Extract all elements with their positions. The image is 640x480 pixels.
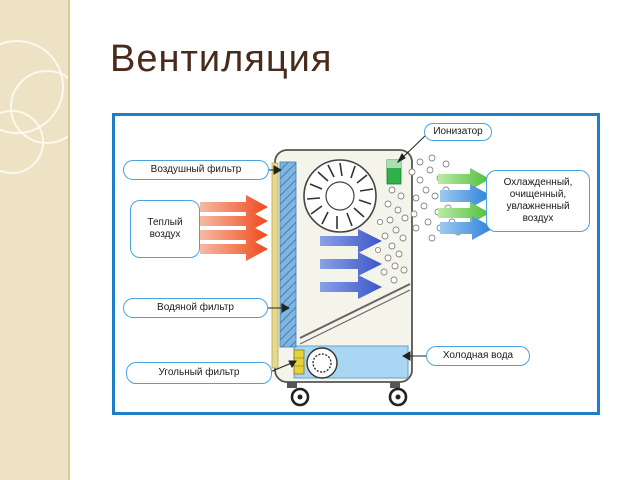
leader-lines <box>268 134 428 373</box>
air-filter <box>271 161 297 369</box>
flow-arrow <box>320 229 382 253</box>
fan <box>303 159 377 233</box>
warm-air-arrow <box>200 209 268 233</box>
warm-air-arrow <box>200 223 268 247</box>
output-arrow-green <box>438 168 490 190</box>
label-ionizer: Ионизатор <box>424 123 492 141</box>
warm-air-arrows <box>200 195 268 261</box>
output-arrow-blue <box>440 216 494 240</box>
label-warm-air: Теплый воздух <box>130 200 200 258</box>
output-arrow-blue <box>440 184 492 208</box>
output-arrow-green <box>438 202 490 224</box>
label-air-filter: Воздушный фильтр <box>123 160 269 180</box>
slide-title: Вентиляция <box>110 38 333 80</box>
flow-arrow <box>320 275 382 299</box>
water-pump <box>306 347 338 379</box>
water-filter <box>299 283 411 345</box>
wheels <box>287 382 408 407</box>
label-cooled-air: Охлажденный, очищенный, увлажненный возд… <box>486 170 590 232</box>
warm-air-arrow <box>200 195 268 219</box>
flow-arrow <box>320 252 382 276</box>
output-air-arrows <box>438 168 494 240</box>
label-carbon-filter: Угольный фильтр <box>126 362 272 384</box>
ionizer <box>386 159 402 185</box>
label-cold-water: Холодная вода <box>426 346 530 366</box>
internal-flow-arrows <box>320 229 382 299</box>
decorative-side-strip <box>0 0 70 480</box>
warm-air-arrow <box>200 237 268 261</box>
label-water-filter: Водяной фильтр <box>123 298 268 318</box>
